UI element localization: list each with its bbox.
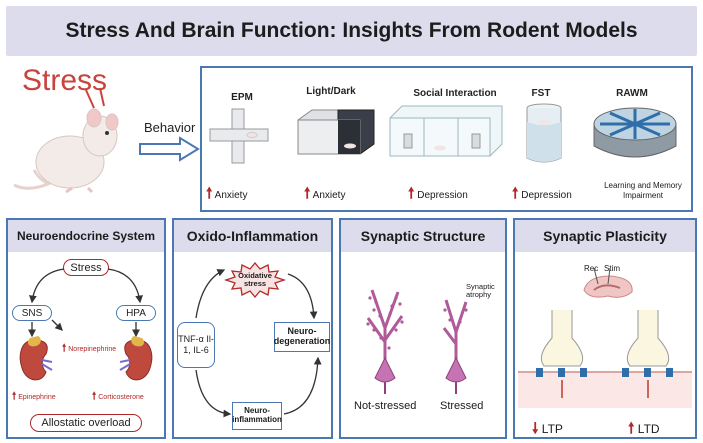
synaptic-atrophy-label: Synaptic atrophy	[466, 282, 495, 300]
increase-arrow-icon: 🠕	[206, 185, 213, 202]
radial-arm-water-maze-icon	[593, 107, 677, 158]
increase-arrow-icon: 🠕	[408, 185, 415, 202]
increase-arrow-icon: 🠕	[512, 185, 519, 202]
test-social-label: Social Interaction	[413, 88, 497, 99]
behavior-label: Behavior	[144, 120, 196, 135]
test-lightdark-effect: 🠕 Anxiety	[304, 185, 346, 202]
neuroendocrine-panel: Neuroendocrine System	[6, 218, 166, 439]
synaptic-structure-title: Synaptic Structure	[341, 220, 505, 252]
allostatic-overload-node: Allostatic overload	[30, 414, 142, 432]
kidney-left-icon	[19, 336, 53, 381]
test-rawm-effect: Learning and Memory Impairment	[604, 181, 682, 200]
increase-arrow-icon: 🠕	[628, 420, 635, 437]
forced-swim-cylinder-icon	[526, 103, 562, 163]
stress-label: Stress	[22, 64, 108, 97]
test-fst-label: FST	[531, 88, 551, 99]
oxido-cycle-arrows	[195, 269, 322, 418]
decrease-arrow-icon: 🠗	[532, 420, 539, 437]
stressed-label: Stressed	[440, 400, 484, 412]
test-epm-label: EPM	[231, 92, 253, 103]
neuron-not-stressed-icon	[366, 289, 404, 394]
neuroendocrine-arrows	[28, 268, 143, 338]
light-dark-box-icon	[297, 109, 375, 155]
behavior-arrow-icon	[139, 136, 200, 162]
test-fst-effect: 🠕 Depression	[512, 185, 572, 202]
social-interaction-box-icon	[389, 105, 503, 157]
oxido-inflammation-panel: Oxido-Inflammation	[172, 218, 333, 439]
ltd-label: 🠕 LTD	[628, 420, 660, 437]
test-lightdark-label: Light/Dark	[306, 86, 356, 97]
neuroendocrine-title: Neuroendocrine System	[8, 220, 164, 252]
page-title: Stress And Brain Function: Insights From…	[6, 6, 697, 56]
synaptic-structure-panel: Synaptic Structure	[339, 218, 507, 439]
test-epm-effect: 🠕 Anxiety	[206, 185, 248, 202]
norepinephrine-label: 🠕 Norepinephrine	[62, 343, 117, 354]
synaptic-plasticity-title: Synaptic Plasticity	[515, 220, 695, 252]
epinephrine-label: 🠕 Epinephrine	[12, 391, 56, 402]
corticosterone-label: 🠕 Corticosterone	[92, 391, 144, 402]
sns-node: SNS	[12, 305, 52, 321]
increase-arrow-icon: 🠕	[62, 343, 67, 354]
synapse-ltp-icon	[518, 310, 606, 408]
test-social-effect: 🠕 Depression	[408, 185, 468, 202]
rec-label: Rec	[584, 264, 599, 273]
ltp-label: 🠗 LTP	[532, 420, 563, 437]
neuron-stressed-icon	[442, 299, 468, 394]
test-rawm-label: RAWM	[616, 88, 648, 99]
increase-arrow-icon: 🠕	[12, 391, 17, 402]
synapse-ltd-icon	[604, 310, 692, 408]
cytokines-node: TNF-α Il-1, IL-6	[177, 322, 215, 368]
oxidative-stress-label: Oxidative stress	[238, 271, 272, 289]
increase-arrow-icon: 🠕	[304, 185, 311, 202]
neuroinflammation-node: Neuro-inflammation	[232, 402, 282, 430]
oxido-inflammation-title: Oxido-Inflammation	[174, 220, 331, 252]
neurodegeneration-node: Neuro-degeneration	[274, 322, 330, 352]
hippocampus-slice-icon	[583, 267, 633, 298]
rat-illustration	[13, 87, 119, 194]
increase-arrow-icon: 🠕	[92, 391, 97, 402]
epm-maze-icon	[209, 108, 269, 164]
neuro-stress-node: Stress	[63, 259, 109, 276]
oxidative-stress-burst-icon	[223, 261, 287, 299]
stim-label: Stim	[604, 264, 620, 273]
hpa-node: HPA	[116, 305, 156, 321]
kidney-right-icon	[119, 336, 153, 381]
not-stressed-label: Not-stressed	[354, 400, 417, 412]
